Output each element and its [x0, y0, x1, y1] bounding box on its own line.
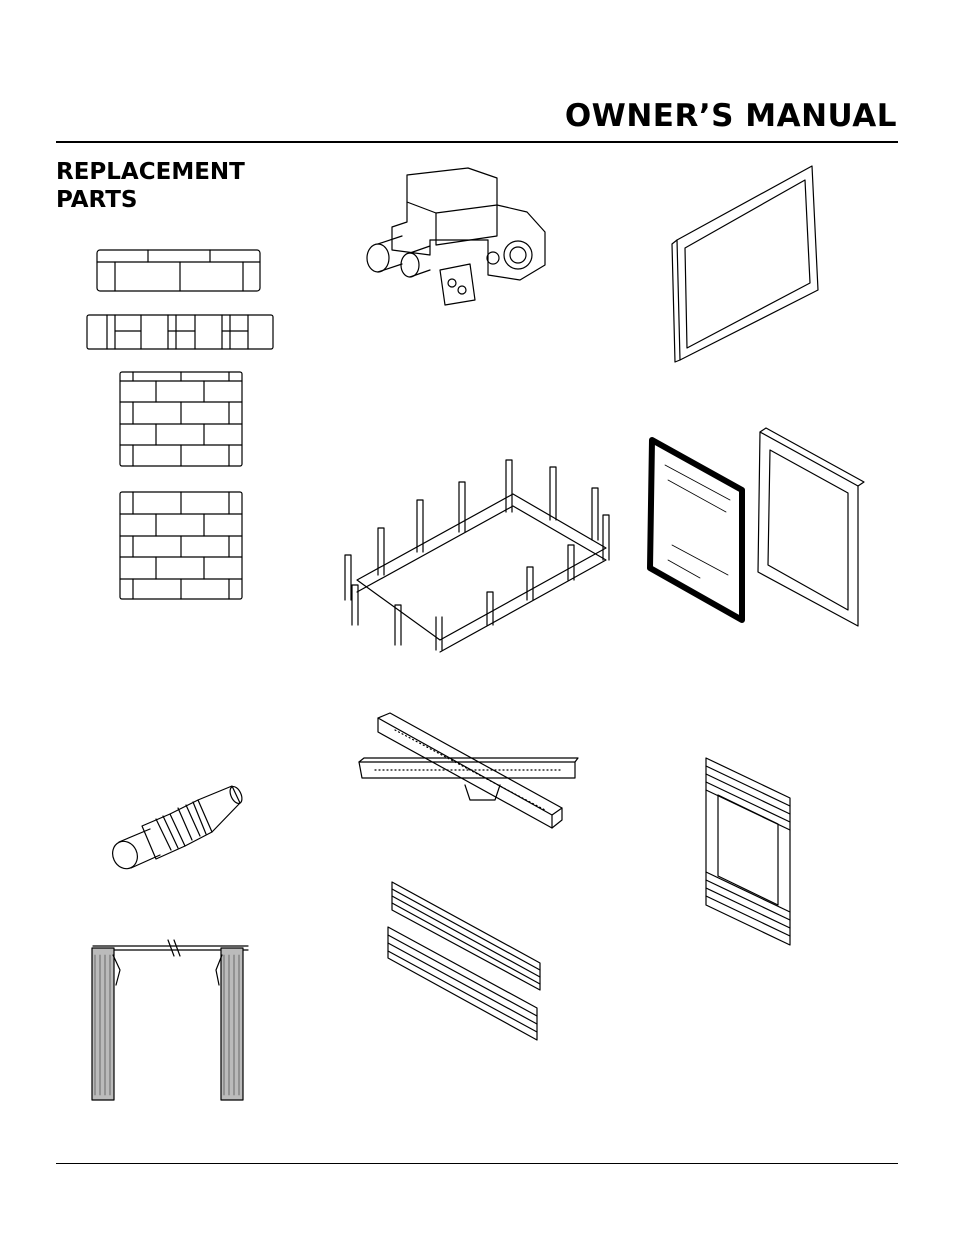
footer-divider: [56, 1163, 898, 1164]
burner-assembly-icon: [359, 713, 578, 828]
fireplace-screen-icon: [92, 940, 248, 1100]
pilot-assembly-icon: [108, 785, 244, 873]
brick-liner-bottom-icon: [87, 315, 273, 349]
brick-liner-top-icon: [97, 250, 260, 291]
gas-control-valve-icon: [367, 168, 545, 305]
log-grate-icon: [345, 460, 609, 652]
frame-panel-icon: [672, 166, 818, 362]
louver-panels-icon: [388, 882, 540, 1040]
brick-panel-left-icon: [120, 372, 242, 466]
louvered-frame-icon: [706, 758, 790, 945]
glass-door-icon: [650, 440, 742, 620]
brick-panel-right-icon: [120, 492, 242, 599]
door-frame-icon: [758, 428, 864, 626]
